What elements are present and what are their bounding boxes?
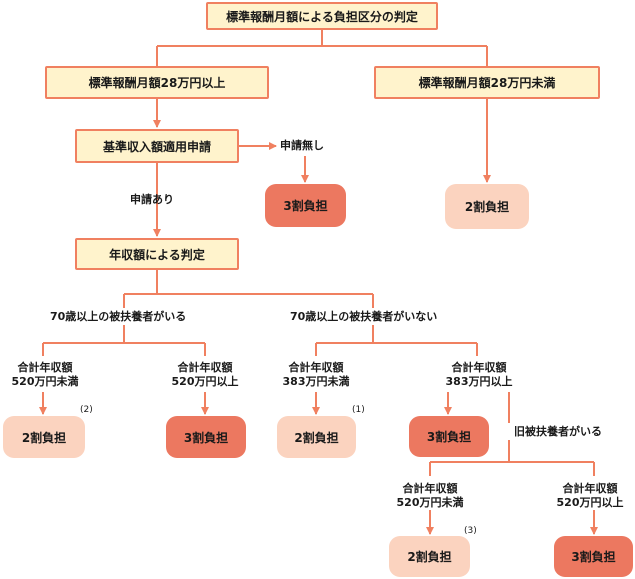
condition-line2: 520万円未満 (396, 496, 464, 509)
condition-line1: 合計年収額 (288, 361, 344, 374)
condition-line1: 合計年収額 (177, 361, 233, 374)
condition-line1: 合計年収額 (451, 361, 507, 374)
result-dep-under-520-label: 2割負担 (21, 430, 67, 445)
condition-line2: 520万円未満 (11, 375, 79, 388)
with-application-label: 申請あり (130, 193, 174, 206)
footnote-2: (2) (80, 405, 93, 415)
application-box: 基準収入額適用申請 (75, 129, 239, 163)
over-28-box-label: 標準報酬月額28万円以上 (88, 76, 226, 90)
no-application-label: 申請無し (280, 139, 324, 152)
result-dep-under-520: 2割負担 (3, 416, 85, 458)
annual-income-box: 年収額による判定 (75, 238, 239, 270)
result-no-application-label: 3割負担 (283, 199, 328, 213)
condition-line2: 383万円未満 (282, 375, 350, 388)
annual-income-box-label: 年収額による判定 (109, 247, 205, 262)
condition-nodep-over-383: 合計年収額 383万円以上 (437, 361, 521, 389)
result-former-under-520: 2割負担 (389, 536, 470, 577)
application-box-label: 基準収入額適用申請 (102, 139, 211, 154)
over-28-box: 標準報酬月額28万円以上 (45, 66, 269, 99)
footnote-3: (3) (464, 526, 477, 536)
condition-former-over-520: 合計年収額 520万円以上 (548, 482, 632, 510)
result-dep-over-520-label: 3割負担 (183, 430, 229, 445)
without-dependents-label: 70歳以上の被扶養者がいない (290, 310, 438, 323)
condition-nodep-under-383: 合計年収額 383万円未満 (274, 361, 358, 389)
result-former-under-520-label: 2割負担 (407, 550, 452, 564)
result-under-28-label: 2割負担 (464, 200, 510, 214)
footnote-1: (1) (352, 405, 365, 415)
result-nodep-over-383: 3割負担 (409, 416, 489, 457)
under-28-box: 標準報酬月額28万円未満 (374, 66, 600, 99)
with-dependents-label: 70歳以上の被扶養者がいる (50, 310, 187, 323)
former-dependents-label: 旧被扶養者がいる (514, 425, 602, 438)
condition-line2: 520万円以上 (171, 375, 239, 388)
condition-dep-over-520: 合計年収額 520万円以上 (163, 361, 247, 389)
result-former-over-520: 3割負担 (554, 536, 633, 577)
root-box: 標準報酬月額による負担区分の判定 (206, 2, 438, 30)
root-box-label: 標準報酬月額による負担区分の判定 (226, 9, 418, 24)
result-nodep-over-383-label: 3割負担 (426, 430, 472, 444)
condition-former-under-520: 合計年収額 520万円未満 (388, 482, 472, 510)
result-former-over-520-label: 3割負担 (571, 550, 616, 564)
condition-line2: 520万円以上 (556, 496, 624, 509)
result-nodep-under-383: 2割負担 (277, 416, 356, 458)
result-under-28: 2割負担 (445, 184, 529, 229)
condition-line1: 合計年収額 (402, 482, 458, 495)
result-nodep-under-383-label: 2割負担 (294, 430, 339, 445)
under-28-box-label: 標準報酬月額28万円未満 (418, 76, 556, 90)
result-no-application: 3割負担 (265, 184, 346, 227)
condition-line1: 合計年収額 (17, 361, 73, 374)
condition-line2: 383万円以上 (445, 375, 513, 388)
result-dep-over-520: 3割負担 (166, 416, 246, 458)
condition-dep-under-520: 合計年収額 520万円未満 (3, 361, 87, 389)
condition-line1: 合計年収額 (562, 482, 618, 495)
